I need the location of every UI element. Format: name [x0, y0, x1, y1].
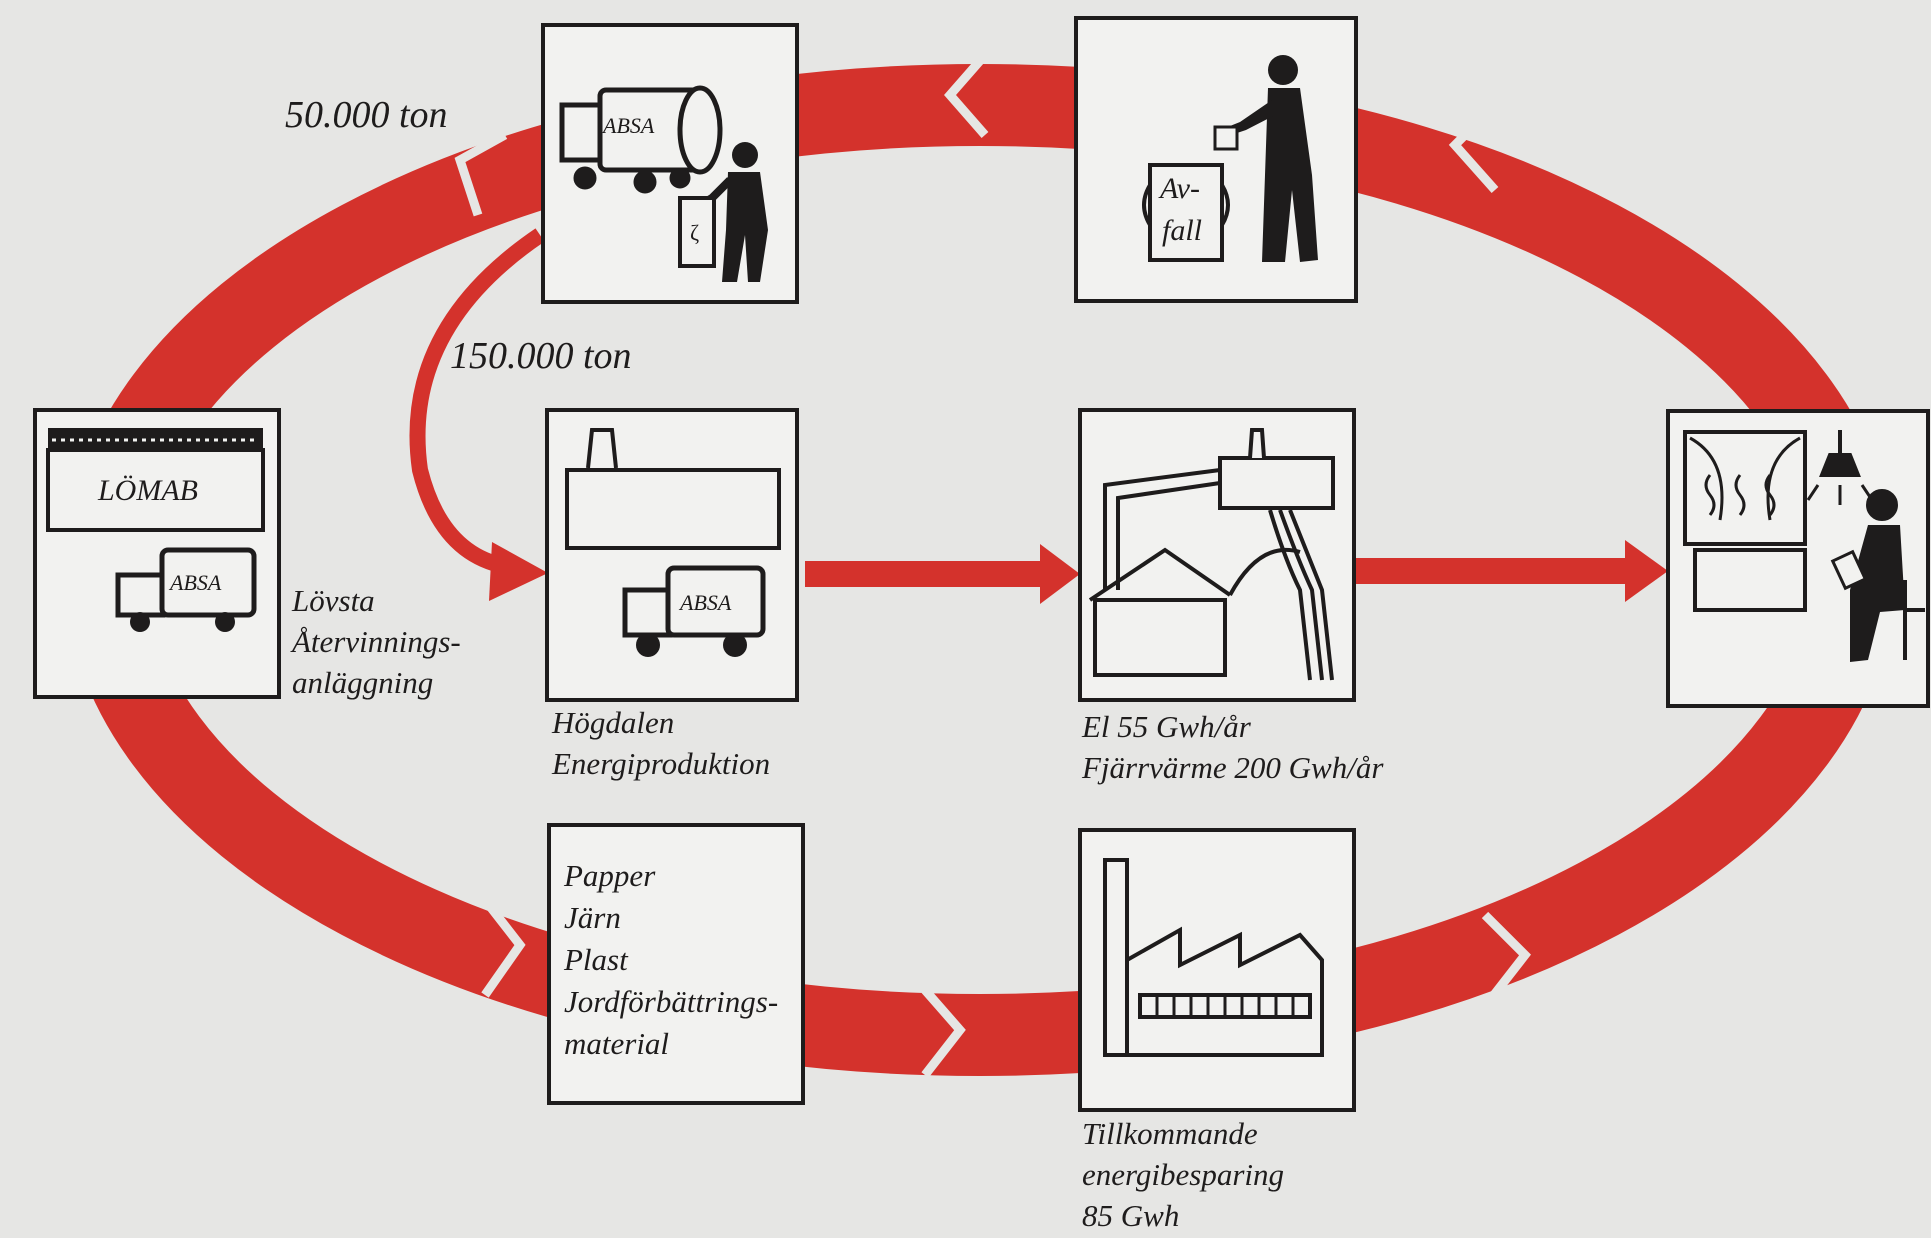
caption-hogdalen-line1: Högdalen: [552, 705, 675, 740]
caption-factory-line1: Tillkommande: [1082, 1116, 1258, 1151]
box-materials: [547, 823, 805, 1105]
node-factory: [1078, 828, 1356, 1112]
caption-power-line2: Fjärrvärme 200 Gwh/år: [1082, 750, 1384, 785]
truck-label-hogdalen: ABSA: [678, 590, 732, 615]
flow-arrow-to-hogdalen: [409, 228, 545, 573]
flow-label-150000: 150.000 ton: [450, 335, 632, 377]
chevron-top-1: [944, 52, 989, 138]
node-power: [1078, 408, 1356, 702]
factory-icon: [1103, 858, 1324, 1057]
flow-label-50000: 50.000 ton: [285, 94, 448, 136]
heated-room-with-reader-icon: [1683, 430, 1925, 662]
recycling-plant-icon: LÖMAB ABSA: [46, 428, 265, 632]
chevron-top-2: [1448, 101, 1499, 193]
arrow-power-to-household-head: [1625, 540, 1668, 602]
caption-power-line1: El 55 Gwh/år: [1082, 709, 1251, 744]
truck-label-collection: ABSA: [601, 113, 655, 138]
power-plant-icon: ABSA: [565, 428, 781, 657]
arrow-power-to-household-shaft: [1355, 558, 1625, 584]
materials-list: Papper Järn Plast Jordförbättrings- mate…: [564, 855, 778, 1065]
node-collection: ABSA ζ: [541, 23, 799, 304]
chevron-bottom-1: [921, 987, 966, 1078]
caption-factory-line2: energibesparing: [1082, 1157, 1285, 1192]
garbage-truck-with-worker-icon: ABSA ζ: [559, 85, 768, 282]
node-household: [1666, 409, 1930, 708]
truck-label-lomab: ABSA: [168, 570, 222, 595]
lomab-sign: LÖMAB: [97, 474, 198, 507]
caption-lomab-line3: anläggning: [292, 665, 434, 700]
caption-lomab-line1: Lövsta: [292, 583, 375, 618]
person-throwing-waste-icon: Av- fall: [1142, 55, 1318, 262]
node-materials: [547, 823, 805, 1105]
caption-lomab-line2: Återvinnings-: [292, 624, 461, 659]
caption-power: El 55 Gwh/år Fjärrvärme 200 Gwh/år: [1082, 706, 1383, 788]
materials-item-3: Plast: [564, 942, 628, 977]
chevron-bottomleft: [481, 897, 526, 998]
arrow-hogdalen-to-power-head: [1040, 544, 1080, 604]
chevron-bottomright: [1481, 911, 1531, 1003]
flow-arrowhead-to-hogdalen: [489, 542, 548, 601]
ring-chevrons: [454, 52, 1531, 1078]
arrow-hogdalen-to-power-shaft: [805, 561, 1040, 587]
node-lomab: LÖMAB ABSA: [33, 408, 281, 699]
svg-text:ζ: ζ: [690, 220, 699, 245]
node-hogdalen: ABSA: [545, 408, 799, 702]
power-lines-to-house-icon: [1088, 428, 1335, 681]
box-hogdalen: [545, 408, 799, 702]
chevron-topleft: [454, 131, 508, 217]
caption-lomab: Lövsta Återvinnings- anläggning: [292, 580, 461, 703]
node-disposal: Av- fall: [1074, 16, 1358, 303]
materials-item-5: material: [564, 1026, 670, 1061]
materials-item-1: Papper: [564, 858, 656, 893]
materials-item-2: Järn: [564, 900, 621, 935]
bin-label-line2: fall: [1162, 214, 1202, 247]
caption-factory: Tillkommande energibesparing 85 Gwh: [1082, 1113, 1284, 1236]
caption-factory-line3: 85 Gwh: [1082, 1198, 1180, 1233]
bin-label-line1: Av-: [1158, 172, 1200, 205]
materials-item-4: Jordförbättrings-: [564, 984, 779, 1019]
caption-hogdalen: Högdalen Energiproduktion: [552, 702, 770, 784]
caption-hogdalen-line2: Energiproduktion: [552, 746, 771, 781]
